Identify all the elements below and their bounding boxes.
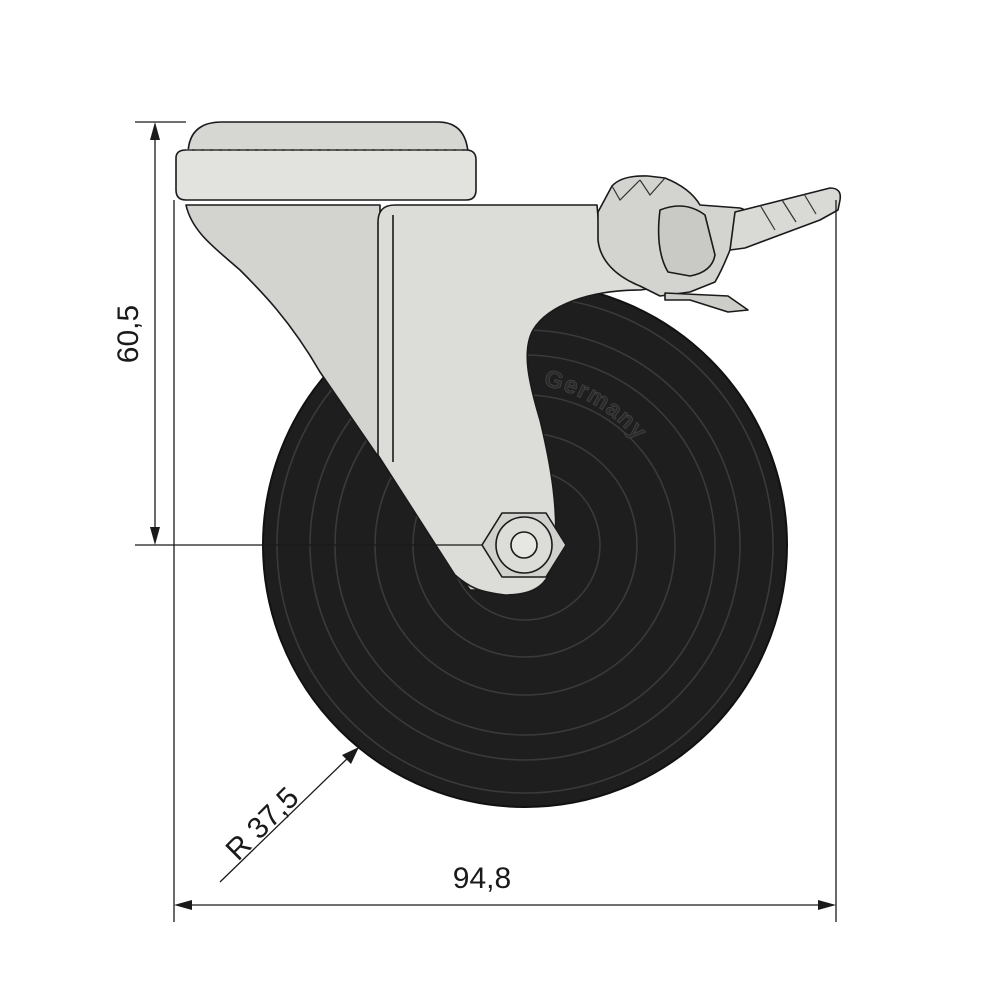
brake-rib-1 — [759, 204, 776, 231]
brake-rib-3 — [803, 193, 817, 215]
dimension-lines — [135, 121, 837, 922]
width-arrow-right — [818, 900, 836, 910]
bolt-hole-head — [175, 121, 477, 201]
brake-lever — [729, 187, 842, 251]
fork-rear-leg — [185, 204, 506, 591]
brake-bracket — [657, 205, 716, 277]
axle-nut — [481, 512, 567, 578]
brake-grip — [611, 177, 666, 201]
brake-shoe — [664, 292, 749, 313]
height-dimension-label: 60,5 — [112, 305, 145, 363]
radius-dimension-label: R 37,5 — [220, 781, 306, 867]
height-arrow-top — [150, 122, 160, 140]
head-flange — [175, 149, 477, 201]
brake-rib-2 — [781, 199, 797, 223]
radius-leader-line — [219, 753, 353, 883]
radius-arrow — [342, 747, 359, 764]
brake-pedal — [597, 175, 842, 313]
height-arrow-bottom — [150, 527, 160, 545]
width-dimension-label: 94,8 — [453, 862, 511, 895]
width-arrow-left — [174, 900, 192, 910]
axle-bore — [510, 531, 538, 559]
head-cap — [187, 121, 469, 156]
